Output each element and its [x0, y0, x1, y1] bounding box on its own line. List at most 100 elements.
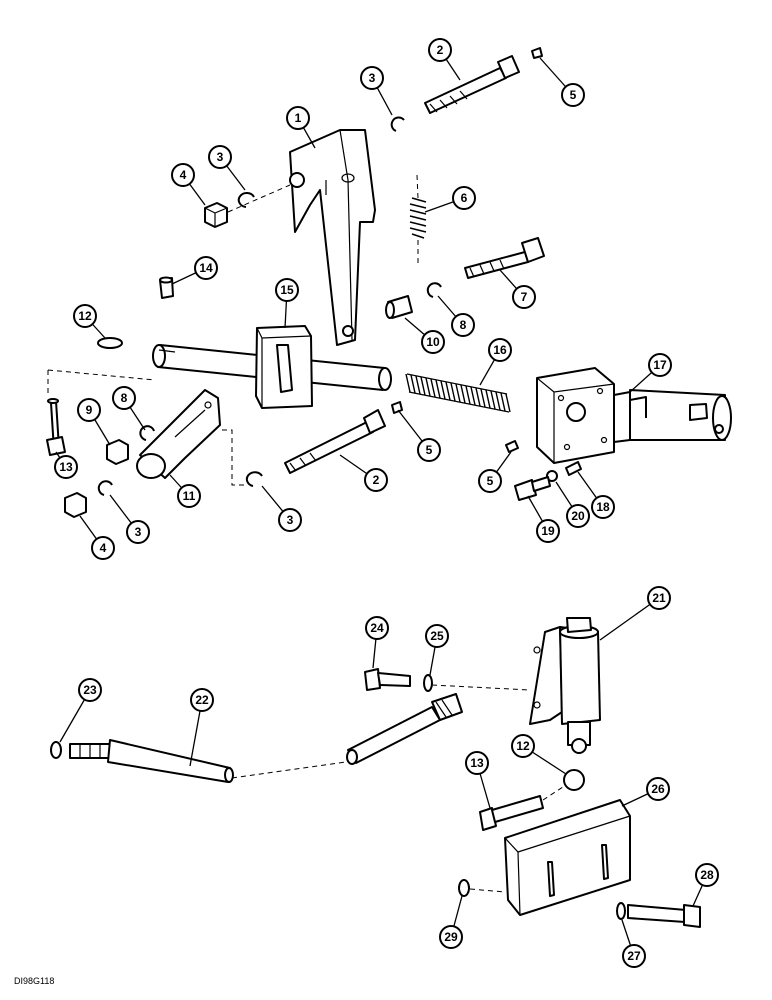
figure-code: DI98G118	[14, 976, 55, 986]
bolt-part-19	[514, 476, 551, 501]
callout-number: 21	[652, 591, 666, 605]
callout-circle	[648, 353, 672, 377]
callout-number: 2	[437, 43, 444, 57]
callout-circle	[465, 751, 489, 775]
nut-part-4-top	[204, 202, 228, 228]
callout-circle	[452, 186, 476, 210]
callout-number: 11	[183, 489, 196, 503]
bolt-part-2-lower	[284, 409, 386, 474]
callout-number: 24	[370, 621, 384, 635]
rod-part-22-right	[346, 693, 463, 765]
callout-circle	[275, 278, 299, 302]
callout-circle	[511, 734, 535, 758]
callout-number: 13	[470, 756, 484, 770]
callout-number: 19	[541, 524, 555, 538]
guard-part-26	[504, 799, 631, 916]
bushing-part-12-lower	[563, 769, 585, 791]
callout-number: 29	[444, 930, 458, 944]
callout-number: 3	[135, 525, 142, 539]
callout-circle	[439, 925, 463, 949]
callout-circle	[566, 504, 590, 528]
callout-circle	[417, 438, 441, 462]
callout-number: 1	[295, 111, 302, 125]
callout-number: 27	[627, 949, 641, 963]
pin-part-5-top	[531, 47, 543, 59]
callout-leader	[599, 597, 660, 641]
callout-number: 14	[199, 261, 213, 275]
callout-circle	[112, 386, 136, 410]
callout-circle	[622, 944, 646, 968]
bolt-part-13-left	[46, 398, 66, 456]
washer-part-27	[616, 902, 626, 920]
callout-number: 8	[460, 318, 467, 332]
callout-circle	[278, 508, 302, 532]
bolt-part-13-lower	[479, 795, 544, 831]
arm-part-11	[136, 389, 221, 479]
callout-number: 13	[59, 460, 73, 474]
callout-circle	[591, 495, 615, 519]
callout-circle	[286, 106, 310, 130]
snap-ring-part-3-bottom	[97, 480, 113, 496]
callout-circle	[126, 520, 150, 544]
callout-circle	[695, 863, 719, 887]
bolt-part-28	[627, 904, 701, 928]
washer-part-20	[546, 470, 558, 482]
callout-number: 23	[83, 683, 97, 697]
callout-circle	[561, 83, 585, 107]
callout-number: 5	[487, 474, 494, 488]
callout-number: 6	[461, 191, 468, 205]
snap-ring-part-8-right	[426, 282, 442, 298]
callout-number: 25	[430, 629, 444, 643]
washer-part-23	[50, 741, 62, 759]
callout-number: 28	[700, 868, 714, 882]
set-screw-part-5-housing	[505, 440, 519, 453]
bolt-part-2-top	[424, 55, 520, 114]
snap-ring-part-3-left	[237, 192, 255, 208]
callout-circle	[190, 688, 214, 712]
callout-number: 9	[86, 403, 93, 417]
callout-number: 7	[521, 290, 528, 304]
callout-circle	[73, 304, 97, 328]
housing-part-17	[536, 367, 732, 464]
callout-circle	[208, 145, 232, 169]
block-part-15	[255, 325, 313, 409]
callout-number: 17	[653, 358, 667, 372]
callout-circle	[54, 455, 78, 479]
callout-number: 15	[280, 283, 294, 297]
bracket-part-21	[529, 617, 601, 754]
callout-number: 5	[570, 88, 577, 102]
callout-number: 3	[217, 150, 224, 164]
callout-circle	[428, 38, 452, 62]
pin-part-18	[565, 461, 582, 476]
callout-number: 22	[195, 693, 209, 707]
callout-number: 4	[100, 541, 107, 555]
nut-part-9	[106, 439, 129, 465]
callout-number: 18	[596, 500, 610, 514]
callout-circle	[194, 256, 218, 280]
nut-part-4-lower	[64, 492, 87, 518]
callout-circle	[360, 66, 384, 90]
callout-circle	[488, 338, 512, 362]
bolt-part-24	[364, 668, 411, 691]
callout-number: 20	[571, 509, 585, 523]
pin-part-10	[385, 295, 413, 319]
callout-layer: 1233456781012141516179813112553341920182…	[54, 38, 719, 968]
snap-ring-part-3-top	[390, 116, 405, 132]
spring-part-16	[405, 373, 511, 413]
pin-part-5-lower	[391, 401, 403, 414]
callout-circle	[647, 586, 671, 610]
callout-number: 12	[78, 309, 92, 323]
lever-part-1	[289, 129, 376, 346]
callout-number: 16	[493, 343, 507, 357]
callout-circle	[365, 616, 389, 640]
washer-part-25	[423, 674, 433, 692]
snap-ring-part-8-left	[139, 425, 155, 441]
callout-number: 3	[287, 513, 294, 527]
rod-part-22-left	[69, 739, 234, 783]
callout-circle	[77, 398, 101, 422]
callout-circle	[364, 468, 388, 492]
callout-circle	[171, 163, 195, 187]
callout-circle	[177, 484, 201, 508]
callout-circle	[646, 777, 670, 801]
callout-number: 2	[373, 473, 380, 487]
